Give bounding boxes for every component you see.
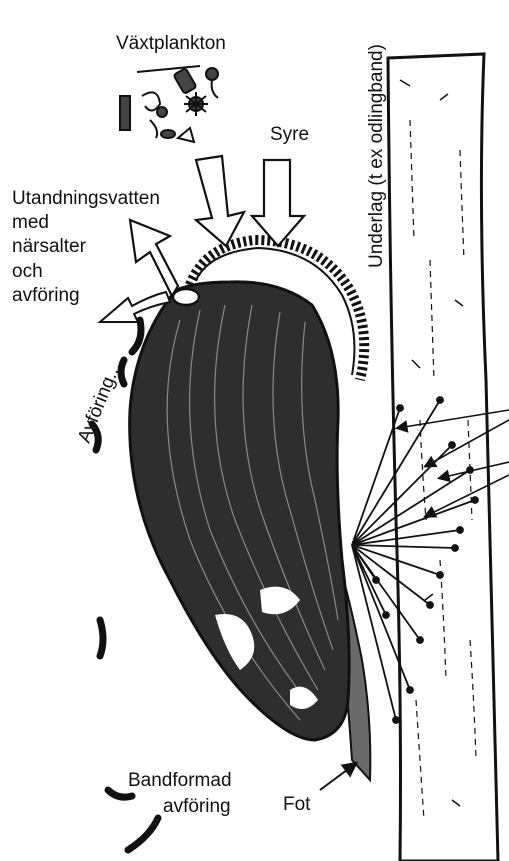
substrate-label: Underlag (t ex odlingband) [366, 44, 388, 268]
exhalant-label-line-5: avföring [12, 285, 80, 307]
inflow-arrow-left [196, 156, 244, 246]
foot-label: Fot [283, 794, 310, 816]
oxygen-arrow [252, 160, 304, 246]
exhalant-arrow [130, 220, 178, 296]
exhalant-label-line-4: och [12, 261, 43, 283]
exhalant-label-line-2: med [12, 212, 49, 234]
exhalant-label-line-3: närsalter [12, 236, 86, 258]
exhalant-label-line-1: Utandningsvatten [12, 188, 160, 210]
oxygen-label: Syre [270, 124, 309, 146]
foot-pointer [320, 764, 355, 790]
mussel-shell [130, 282, 349, 740]
plankton-illustrations [120, 66, 218, 142]
ribbon-feces-label-line-2: avföring [163, 796, 231, 818]
phytoplankton-label: Växtplankton [116, 33, 226, 55]
ribbon-feces-label-line-1: Bandformad [128, 770, 232, 792]
